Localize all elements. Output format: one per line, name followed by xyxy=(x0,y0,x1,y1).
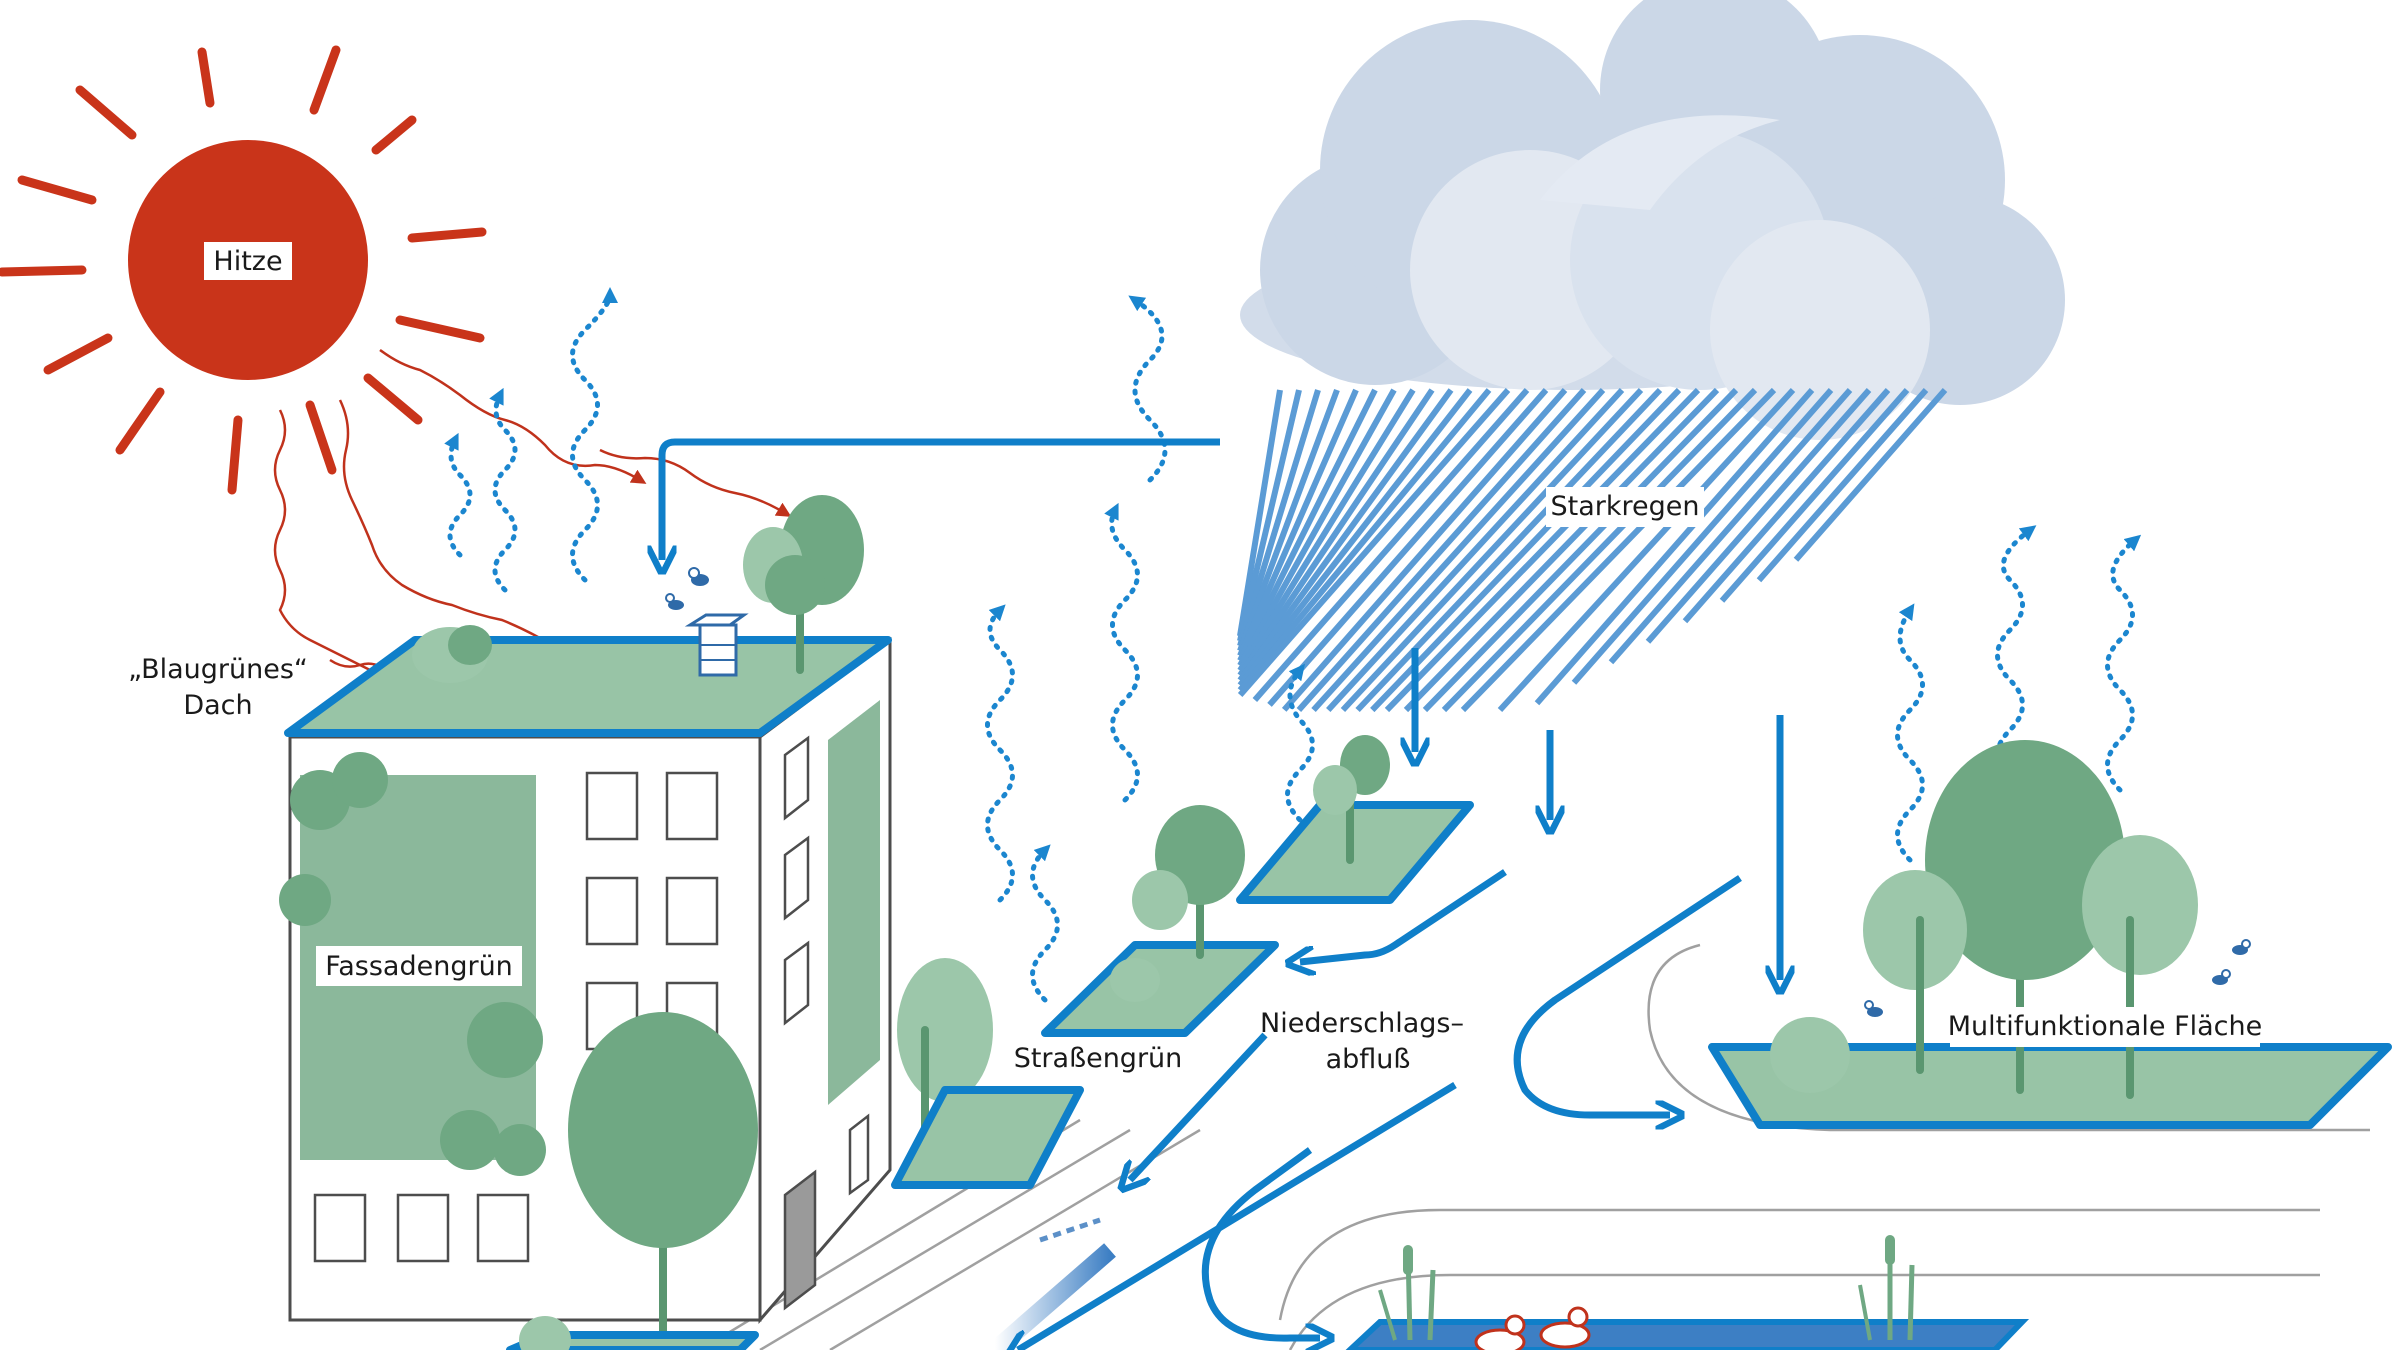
rain-streak xyxy=(1267,388,1549,707)
bee-icon xyxy=(665,593,684,610)
sun-icon xyxy=(0,45,487,495)
street-green-bed xyxy=(1041,941,1279,1037)
blue-green-roof-label-line2: Dach xyxy=(183,690,252,721)
pond xyxy=(1345,1319,2030,1350)
beehive-icon xyxy=(684,613,749,677)
rain-streak xyxy=(1311,387,1606,713)
tree-icon xyxy=(897,958,993,1134)
bee-icon xyxy=(2212,969,2231,985)
rain-streak xyxy=(1756,388,1929,583)
rain-streak xyxy=(1793,388,1948,562)
rain-streak xyxy=(1237,389,1283,637)
rain-streak xyxy=(1441,387,1758,713)
tree-icon xyxy=(519,1316,571,1350)
rain-streak xyxy=(1355,387,1663,713)
tree-icon xyxy=(568,1012,758,1350)
rain-streak xyxy=(1719,388,1910,603)
rain-streak xyxy=(1571,388,1834,685)
multifunctional-label-box xyxy=(1950,1007,2260,1047)
facade-green-label: Fassadengrün xyxy=(325,951,513,982)
bee-icon xyxy=(1864,1000,1883,1017)
water-flow-arrows xyxy=(662,438,1780,1350)
rain-streak xyxy=(1237,388,1340,652)
tree-icon xyxy=(1110,805,1245,1002)
tree-icon xyxy=(1313,735,1390,864)
rain-streak xyxy=(1237,388,1359,657)
blue-green-roof-label-line1: „Blaugrünes“ xyxy=(128,654,308,685)
rain-streak xyxy=(1237,389,1321,647)
rain-streak xyxy=(1403,387,1720,713)
rain-streak xyxy=(1296,388,1587,712)
street-green-bed xyxy=(891,1086,1084,1189)
rain-streak xyxy=(1608,388,1853,665)
rain-label-box xyxy=(1546,487,1704,527)
rain-streak xyxy=(1237,388,1473,688)
heavy-rain-streaks xyxy=(1237,387,1948,713)
evaporation-arrows xyxy=(444,287,2142,1003)
heavy-rain-label: Starkregen xyxy=(1551,491,1700,522)
rain-streak xyxy=(1237,388,1397,667)
rain-streak xyxy=(1370,387,1682,713)
rain-streak xyxy=(1237,388,1416,673)
bee-icon xyxy=(688,567,709,586)
bee-icon xyxy=(2232,939,2251,955)
tree-icon xyxy=(743,495,864,674)
duck-icon xyxy=(1474,1314,1526,1350)
heat-label: Hitze xyxy=(213,246,282,277)
rain-streak xyxy=(1422,387,1739,713)
rain-streak xyxy=(1237,388,1378,662)
tree-icon xyxy=(412,625,492,683)
reed-icon xyxy=(1858,1235,1915,1341)
rain-streak xyxy=(1237,388,1454,683)
street-green-bed xyxy=(1236,801,1474,904)
cloud-icon xyxy=(1240,0,2065,440)
rain-streak xyxy=(1237,389,1302,642)
rain-streak xyxy=(1281,388,1568,712)
heat-label-box xyxy=(204,242,292,280)
rain-streak xyxy=(1384,387,1701,713)
rain-streak xyxy=(1237,388,1492,693)
street-green-label: Straßengrün xyxy=(1014,1043,1183,1074)
multifunctional-area-label: Multifunktionale Fläche xyxy=(1948,1011,2262,1042)
facade-label-box xyxy=(316,946,522,986)
rain-streak xyxy=(1237,388,1435,678)
duck-icon xyxy=(1539,1306,1591,1349)
rain-streak xyxy=(1326,387,1625,713)
tree-icon xyxy=(1770,740,2198,1099)
building xyxy=(279,636,892,1325)
rain-streak xyxy=(1252,388,1530,702)
rain-streak xyxy=(1460,387,1777,713)
rain-streak xyxy=(1645,388,1872,644)
runoff-label-line1: Niederschlags– xyxy=(1260,1008,1464,1039)
rain-streak xyxy=(1497,387,1796,713)
rain-streak xyxy=(1682,388,1891,624)
runoff-label-line2: abfluß xyxy=(1326,1044,1411,1075)
rain-streak xyxy=(1340,387,1644,713)
reed-icon xyxy=(1378,1245,1436,1341)
rain-streak xyxy=(1237,388,1511,698)
rain-streak xyxy=(1534,388,1815,706)
